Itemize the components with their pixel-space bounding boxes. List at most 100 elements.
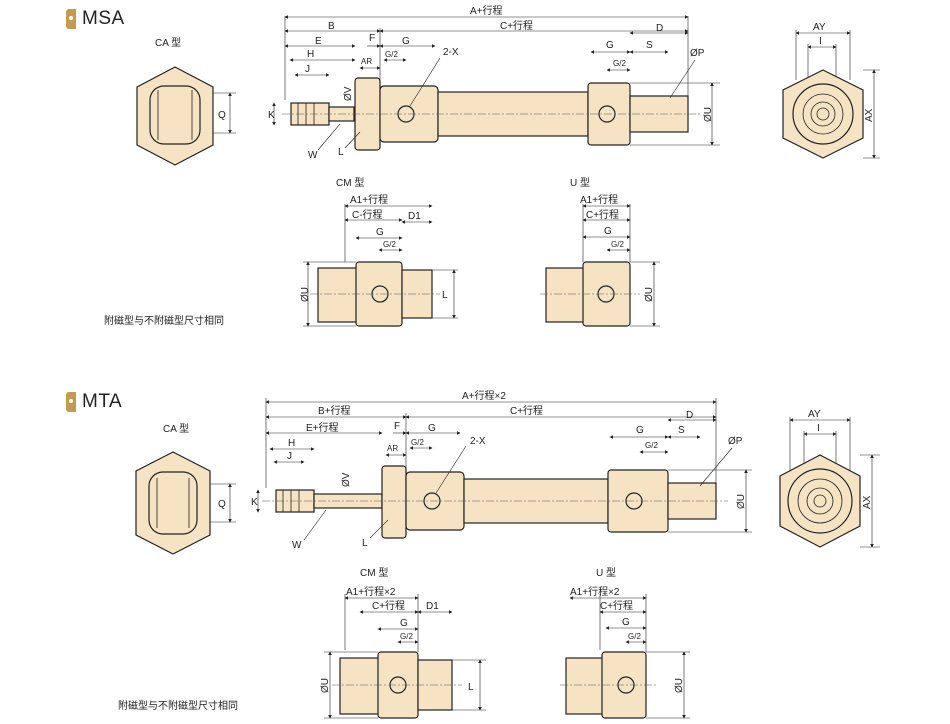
msa-dim-i: I [819, 36, 822, 47]
mta-dim-g: G [428, 423, 436, 434]
msa-u-label: U 型 [570, 176, 590, 189]
mta-cm-label: CM 型 [360, 566, 388, 579]
msa-dim-ay: AY [813, 22, 826, 33]
mta-cm-l: L [468, 682, 474, 693]
mta-dim-d: D [686, 410, 693, 421]
note-mta: 附磁型与不附磁型尺寸相同 [118, 701, 238, 712]
mta-dim-g-rear: G [636, 425, 644, 436]
mta-dim-w: W [292, 540, 302, 551]
mta-cm-a1: A1+行程×2 [346, 585, 396, 598]
msa-dim-g-rear: G [606, 40, 614, 51]
mta-cm-view: CM 型 A1+行程×2 C+行程 D1 G G/2 ØU L [320, 566, 486, 719]
msa-ca-face [149, 85, 201, 145]
mta-dim-ar: AR [387, 444, 398, 453]
msa-dim-s: S [646, 40, 653, 51]
mta-dim-e: E+行程 [306, 421, 339, 434]
msa-dim-c: C+行程 [500, 19, 533, 32]
msa-dim-b: B [328, 21, 335, 32]
mta-dim-g2: G/2 [411, 438, 424, 447]
mta-u-c: C+行程 [600, 599, 633, 612]
mta-nut [381, 465, 407, 539]
mta-u-barrel [565, 657, 605, 715]
msa-ca-label: CA 型 [155, 36, 181, 49]
msa-u-g: G [604, 226, 612, 237]
msa-dim-ax: AX [864, 108, 875, 122]
mta-dim-f: F [394, 421, 400, 432]
mta-dim-s: S [678, 425, 685, 436]
msa-u-a1: A1+行程 [580, 193, 618, 206]
msa-dim-g2: G/2 [385, 50, 398, 59]
msa-ca-view: CA 型 Q [136, 36, 236, 166]
mta-dim-l: L [362, 538, 368, 549]
msa-dim-phip: ØP [690, 48, 705, 59]
msa-dim-w: W [308, 150, 318, 161]
msa-dim-phiu: ØU [703, 107, 714, 122]
mta-cm-barrel [339, 657, 381, 715]
msa-dim-f: F [369, 33, 375, 44]
mta-u-phiu: ØU [674, 678, 685, 693]
mta-main-view: A+行程×2 B+行程 C+行程 D E+行程 F G 2-X G S G/2 … [251, 389, 752, 551]
msa-cm-d1: D1 [408, 211, 421, 222]
mta-cm-d1: D1 [426, 601, 439, 612]
msa-cm-view: CM 型 A1+行程 C-行程 D1 G G/2 ØU L [300, 176, 458, 327]
mta-dim-h: H [288, 438, 295, 449]
section-marker-icon [66, 9, 76, 29]
note-msa: 附磁型与不附磁型尺寸相同 [104, 316, 224, 327]
msa-main-view: A+行程 B C+行程 D E F G 2-X G S G/2 ØP H J A… [268, 4, 720, 161]
msa-dim-a: A+行程 [470, 4, 503, 17]
mta-dim-phip: ØP [728, 436, 743, 447]
msa-dim-phiv: ØV [343, 86, 354, 101]
mta-u-view: U 型 A1+行程×2 C+行程 G G/2 ØU [560, 566, 690, 719]
msa-dim-j: J [305, 64, 310, 75]
msa-dim-2x: 2-X [443, 47, 459, 58]
section-title-mta: MTA [82, 391, 123, 412]
section-mta-header: MTA [66, 391, 122, 413]
msa-cm-g2: G/2 [383, 240, 396, 249]
mta-ca-label: CA 型 [163, 422, 189, 435]
mta-u-g2: G/2 [628, 632, 641, 641]
msa-u-phiu: ØU [644, 287, 655, 302]
mta-cm-phiu: ØU [320, 678, 331, 693]
msa-rear-view: AY I AX [782, 22, 880, 159]
msa-dim-h: H [307, 49, 314, 60]
mta-dim-a: A+行程×2 [462, 389, 506, 402]
mta-dim-g2-rear: G/2 [645, 441, 658, 450]
msa-dim-l: L [338, 147, 344, 158]
msa-cm-label: CM 型 [336, 176, 364, 189]
mta-u-label: U 型 [596, 566, 616, 579]
mta-dim-ax: AX [862, 495, 873, 509]
msa-cm-barrel [317, 267, 359, 323]
mta-dim-i: I [817, 423, 820, 434]
mta-dim-k: K [251, 497, 258, 508]
mta-u-a1: A1+行程×2 [570, 585, 620, 598]
mta-ca-view: CA 型 Q [135, 422, 236, 555]
msa-dim-d: D [656, 23, 663, 34]
mta-dim-phiv: ØV [341, 472, 352, 487]
mta-dim-ay: AY [808, 409, 821, 420]
mta-rear-view: AY I AX [779, 409, 880, 548]
mta-dim-j: J [287, 451, 292, 462]
msa-dim-g: G [402, 36, 410, 47]
msa-u-c: C+行程 [586, 208, 619, 221]
mta-dim-c: C+行程 [510, 404, 543, 417]
msa-dim-e: E [315, 36, 322, 47]
msa-u-g2: G/2 [611, 240, 624, 249]
mta-cm-g2: G/2 [400, 632, 413, 641]
mta-cm-g: G [400, 618, 408, 629]
section-msa-header: MSA [66, 8, 125, 30]
mta-cm-c: C+行程 [372, 599, 405, 612]
msa-ca-q: Q [218, 110, 226, 121]
mta-u-g: G [622, 617, 630, 628]
msa-u-barrel [545, 267, 585, 323]
msa-dim-ar: AR [361, 57, 372, 66]
msa-cm-c: C-行程 [352, 208, 383, 221]
msa-dim-g2-rear: G/2 [613, 59, 626, 68]
msa-cm-phiu: ØU [300, 287, 311, 302]
mta-dim-phiu: ØU [736, 494, 747, 509]
msa-cm-a1: A1+行程 [350, 193, 388, 206]
msa-cm-g: G [376, 227, 384, 238]
msa-cm-l: L [442, 290, 448, 301]
section-marker-icon [66, 392, 76, 412]
mta-ca-q: Q [218, 499, 226, 510]
